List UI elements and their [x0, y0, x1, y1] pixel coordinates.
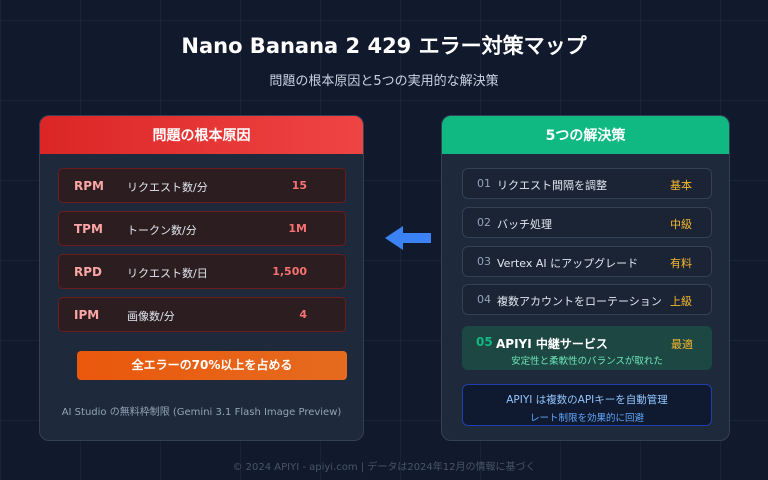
free-tier-note: AI Studio の無料枠制限 (Gemini 3.1 Flash Image…	[61, 407, 342, 418]
page-title: Nano Banana 2 429 エラー対策マップ	[181, 34, 587, 58]
limit-key: RPD	[74, 265, 102, 279]
limit-desc: トークン数/分	[127, 224, 197, 237]
limit-value: 15	[291, 179, 307, 192]
footer: © 2024 APIYI - apiyi.com | データは2024年12月の…	[232, 462, 536, 473]
limit-value: 1M	[288, 222, 307, 235]
solution-number: 03	[477, 255, 491, 268]
solution-number: 02	[477, 216, 491, 229]
solution-number: 01	[477, 177, 491, 190]
solution-level: 有料	[670, 257, 692, 270]
limit-row: TPM トークン数/分 1M	[58, 211, 346, 246]
limit-value: 1,500	[272, 265, 307, 278]
limit-row: RPM リクエスト数/分 15	[58, 168, 346, 203]
solution-text: リクエスト間隔を調整	[497, 179, 607, 192]
limit-desc: リクエスト数/分	[127, 181, 208, 194]
apiyi-info-box: APIYI は複数のAPIキーを自動管理 レート制限を効果的に回避	[462, 384, 712, 426]
solution-text: バッチ処理	[497, 218, 552, 231]
solution-level: 基本	[670, 179, 692, 192]
error-share-banner: 全エラーの70%以上を占める	[77, 351, 347, 380]
solution-number: 05	[476, 335, 493, 349]
limit-desc: 画像数/分	[127, 310, 175, 323]
page-subtitle: 問題の根本原因と5つの実用的な解決策	[269, 74, 499, 89]
best-solution-item: 05 APIYI 中継サービス 最適 安定性と柔軟性のバランスが取れた	[462, 326, 712, 370]
limit-row: RPD リクエスト数/日 1,500	[58, 254, 346, 289]
solution-item: 01 リクエスト間隔を調整 基本	[462, 168, 712, 199]
solutions-panel: 5つの解決策 01 リクエスト間隔を調整 基本 02 バッチ処理 中級 03 Vertex…	[441, 115, 730, 441]
arrow-left-icon	[385, 226, 431, 250]
root-cause-header: 問題の根本原因	[40, 116, 363, 154]
solution-text: APIYI 中継サービス	[496, 337, 608, 351]
limit-key: TPM	[74, 222, 103, 236]
limit-key: RPM	[74, 179, 104, 193]
info-line-1: APIYI は複数のAPIキーを自動管理	[506, 394, 668, 406]
solution-item: 04 複数アカウントをローテーション上級	[462, 284, 712, 315]
limit-value: 4	[299, 308, 307, 321]
solution-level: 上級	[670, 295, 692, 308]
solution-subtext: 安定性と柔軟性のバランスが取れた	[511, 356, 663, 367]
solution-level: 最適	[671, 338, 693, 351]
limit-key: IPM	[74, 308, 100, 322]
solution-item: 03 Vertex AI にアップグレード 有料	[462, 246, 712, 277]
limit-row: IPM 画像数/分 4	[58, 297, 346, 332]
solution-text: 複数アカウントをローテーション	[497, 295, 662, 308]
info-line-2: レート制限を効果的に回避	[529, 413, 644, 424]
limit-desc: リクエスト数/日	[127, 267, 208, 280]
solution-level: 中級	[670, 218, 692, 231]
solution-text: Vertex AI にアップグレード	[497, 257, 639, 270]
solution-number: 04	[477, 293, 491, 306]
solutions-header: 5つの解決策	[442, 116, 729, 154]
solution-item: 02 バッチ処理 中級	[462, 207, 712, 238]
root-cause-panel: 問題の根本原因 RPM リクエスト数/分 15 TPM トークン数/分 1M RPD リク…	[39, 115, 364, 441]
